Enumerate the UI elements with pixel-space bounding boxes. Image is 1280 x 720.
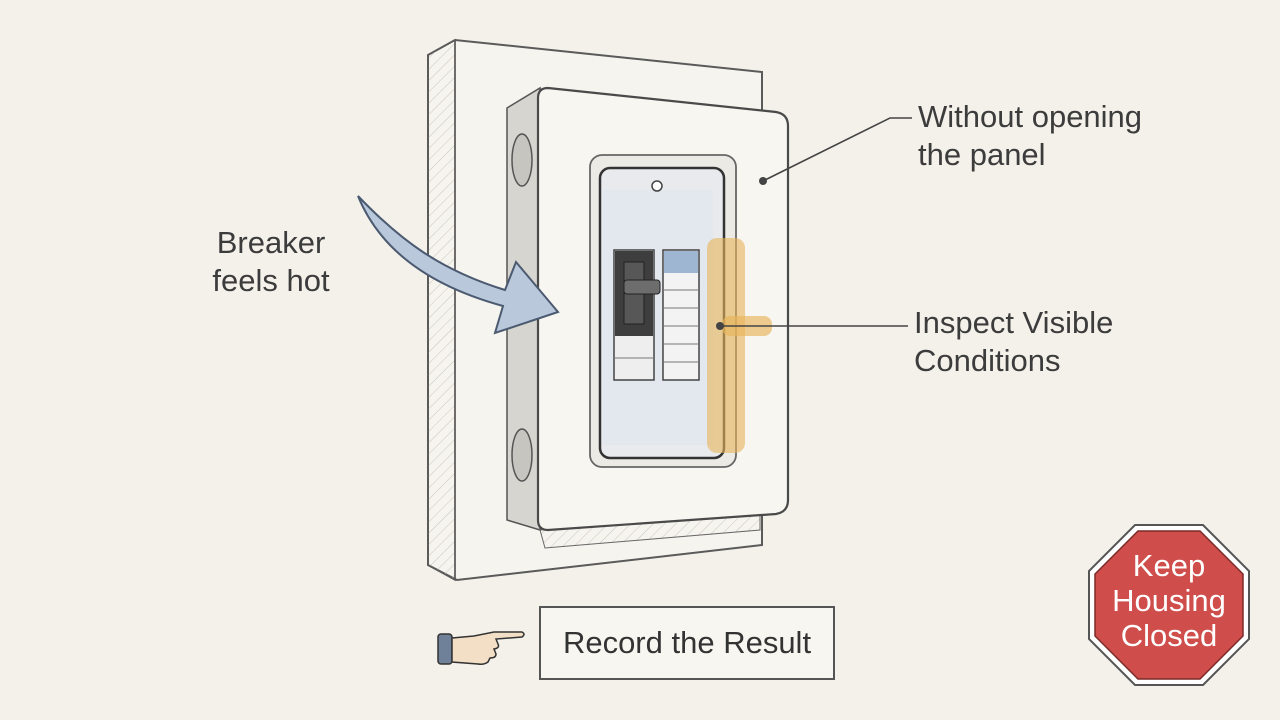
pointing-hand-icon	[437, 631, 525, 665]
knockout-top	[511, 133, 533, 187]
stop-sign-line2: Housing	[1112, 583, 1226, 618]
breaker-toggle	[623, 279, 661, 295]
label-inspect-line2: Conditions	[914, 343, 1061, 378]
record-result-button[interactable]: Record the Result	[539, 606, 835, 680]
label-breaker-hot: Breaker feels hot	[196, 224, 346, 300]
leader-lines	[716, 117, 912, 330]
stop-sign-text: Keep Housing Closed	[1086, 548, 1252, 653]
stop-sign-line3: Closed	[1120, 618, 1218, 653]
door-latch	[651, 180, 663, 192]
stop-sign-icon	[1088, 524, 1250, 686]
record-result-label: Record the Result	[562, 625, 812, 660]
curved-arrow-icon	[357, 195, 560, 335]
label-without-opening: Without opening the panel	[918, 98, 1218, 174]
label-without-opening-line2: the panel	[918, 137, 1046, 172]
breaker-switch	[613, 249, 661, 381]
label-breaker-hot-line1: Breaker	[216, 225, 326, 260]
label-without-opening-line1: Without opening	[918, 99, 1143, 134]
leader-line-open	[762, 117, 912, 182]
hot-highlight	[707, 238, 772, 453]
label-breaker-hot-line2: feels hot	[212, 263, 330, 298]
stop-sign-line1: Keep	[1132, 548, 1206, 583]
label-inspect: Inspect Visible Conditions	[914, 304, 1214, 380]
breaker-label-strip	[662, 249, 700, 381]
label-inspect-line1: Inspect Visible	[914, 305, 1114, 340]
knockout-bottom	[511, 428, 533, 482]
